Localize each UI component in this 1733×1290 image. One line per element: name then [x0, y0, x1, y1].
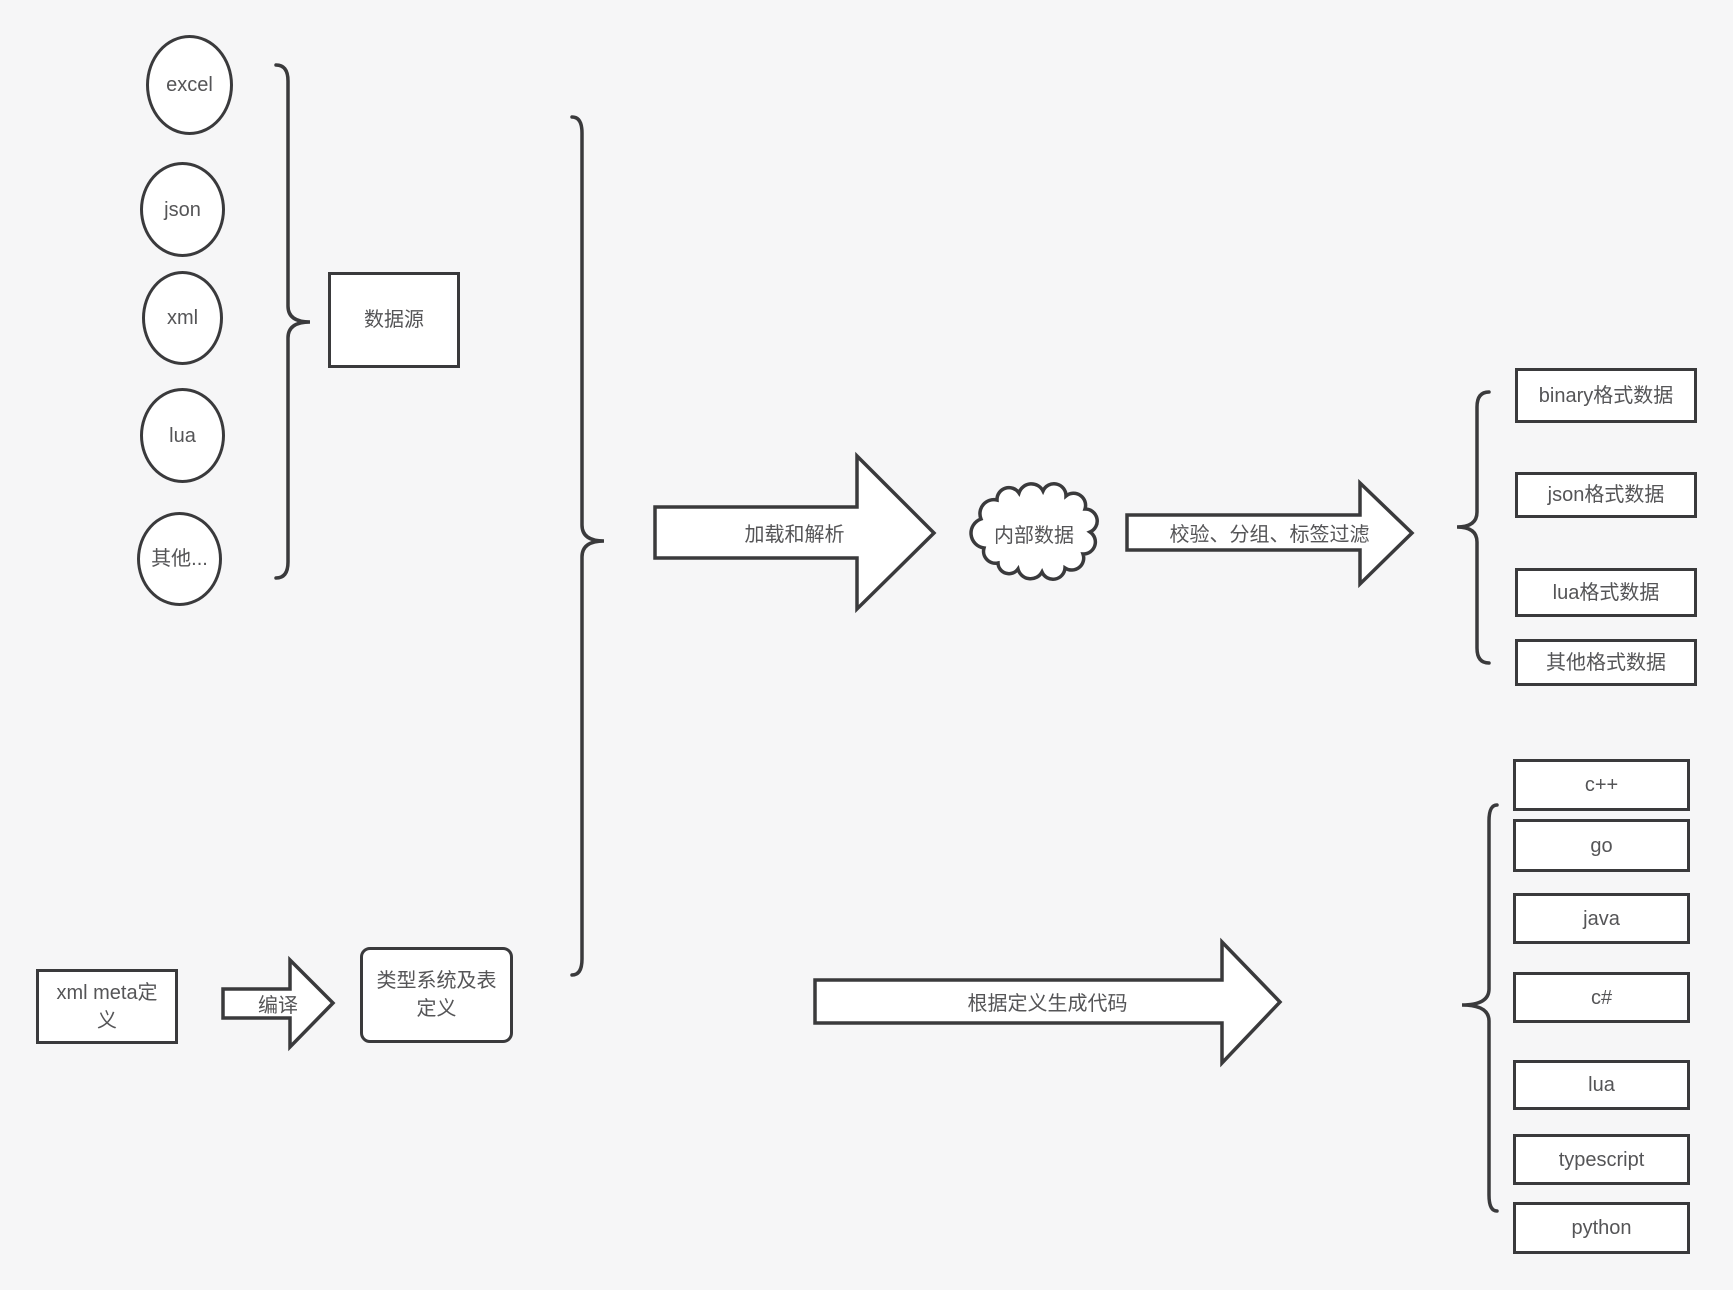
xml-meta-label-line1: xml meta定	[56, 981, 158, 1004]
language-label: lua	[1588, 1074, 1615, 1096]
format-box-lua: lua格式数据	[1515, 568, 1697, 617]
source-label: lua	[169, 424, 196, 447]
brace-data-formats	[1456, 390, 1491, 665]
source-ellipse-xml: xml	[142, 271, 223, 365]
type-system-label-line1: 类型系统及表	[376, 970, 497, 992]
format-label: binary格式数据	[1538, 384, 1674, 407]
brace-sources-group	[274, 63, 311, 580]
source-ellipse-excel: excel	[146, 35, 233, 135]
format-box-other: 其他格式数据	[1515, 639, 1697, 686]
format-label: lua格式数据	[1552, 581, 1660, 604]
language-label: python	[1571, 1217, 1632, 1239]
format-label: json格式数据	[1547, 484, 1665, 506]
language-box-java: java	[1513, 893, 1690, 944]
format-box-json: json格式数据	[1515, 472, 1697, 518]
language-box-csharp: c#	[1513, 972, 1690, 1023]
language-label: c#	[1590, 986, 1613, 1009]
language-box-cpp: c++	[1513, 759, 1690, 811]
source-ellipse-lua: lua	[140, 388, 225, 483]
generate-code-arrow	[813, 937, 1283, 1068]
brace-pipeline-input	[570, 115, 605, 977]
xml-meta-label-line2: 义	[97, 1009, 117, 1032]
source-label: excel	[166, 74, 213, 96]
format-box-binary: binary格式数据	[1515, 368, 1697, 423]
language-box-typescript: typescript	[1513, 1134, 1690, 1185]
filter-arrow	[1125, 478, 1415, 589]
load-parse-arrow	[653, 451, 937, 614]
language-label: go	[1590, 834, 1613, 857]
language-box-python: python	[1513, 1202, 1690, 1254]
xml-meta-box: xml meta定 义	[36, 969, 178, 1044]
source-ellipse-json: json	[140, 162, 225, 257]
type-system-box: 类型系统及表 定义	[360, 947, 513, 1043]
data-source-label: 数据源	[364, 309, 424, 331]
format-label: 其他格式数据	[1546, 651, 1666, 674]
language-box-go: go	[1513, 819, 1690, 872]
source-label: xml	[166, 307, 199, 329]
language-label: c++	[1584, 774, 1619, 796]
source-ellipse-other: 其他...	[137, 512, 222, 606]
data-source-box: 数据源	[328, 272, 460, 368]
source-label: json	[164, 198, 201, 221]
language-box-lua: lua	[1513, 1060, 1690, 1110]
language-label: java	[1583, 907, 1620, 930]
internal-data-cloud	[969, 482, 1099, 581]
type-system-label-line2: 定义	[416, 998, 457, 1020]
language-label: typescript	[1558, 1148, 1645, 1171]
source-label: 其他...	[151, 548, 208, 570]
compile-arrow	[221, 955, 336, 1052]
brace-languages	[1461, 803, 1499, 1213]
